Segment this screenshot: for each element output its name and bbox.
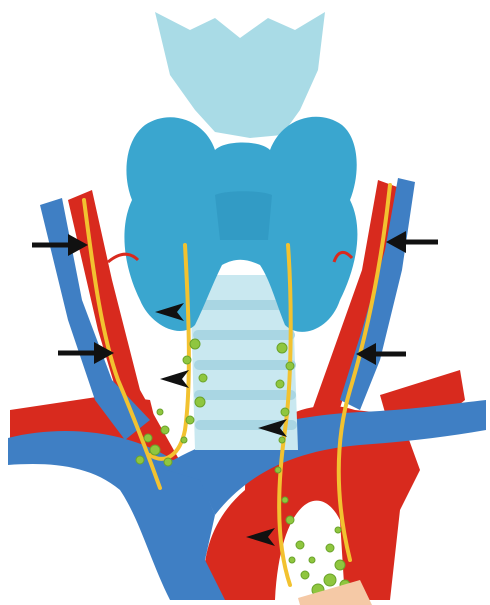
lymph-node — [276, 380, 284, 388]
lymph-node — [279, 437, 285, 443]
lymph-node — [161, 426, 169, 434]
lymph-node — [289, 557, 295, 563]
tracheal-ring — [194, 360, 296, 370]
lymph-node — [181, 437, 187, 443]
lymph-node — [195, 397, 205, 407]
lymph-node — [186, 416, 194, 424]
lymph-node — [190, 339, 200, 349]
lymph-node — [277, 343, 287, 353]
thyroid-isthmus-highlight — [215, 191, 272, 240]
lymph-node — [335, 527, 341, 533]
lymph-node — [335, 560, 345, 570]
lymph-node — [309, 557, 315, 563]
lymph-node — [157, 409, 163, 415]
lymph-node — [199, 374, 207, 382]
lymph-node — [286, 362, 294, 370]
lymph-node — [144, 434, 152, 442]
lymph-node — [301, 571, 309, 579]
tracheal-ring — [193, 330, 295, 340]
lymph-node — [296, 541, 304, 549]
lymph-node — [183, 356, 191, 364]
lymph-node — [164, 458, 172, 466]
lymph-node — [286, 516, 294, 524]
lymph-node — [275, 467, 281, 473]
lymph-node — [150, 445, 160, 455]
lymph-node — [136, 456, 144, 464]
lymph-node — [324, 574, 336, 586]
arrowhead-2 — [160, 370, 189, 388]
lymph-node — [282, 497, 288, 503]
lymph-node — [326, 544, 334, 552]
lymph-node — [281, 408, 289, 416]
tracheal-ring — [194, 390, 296, 400]
